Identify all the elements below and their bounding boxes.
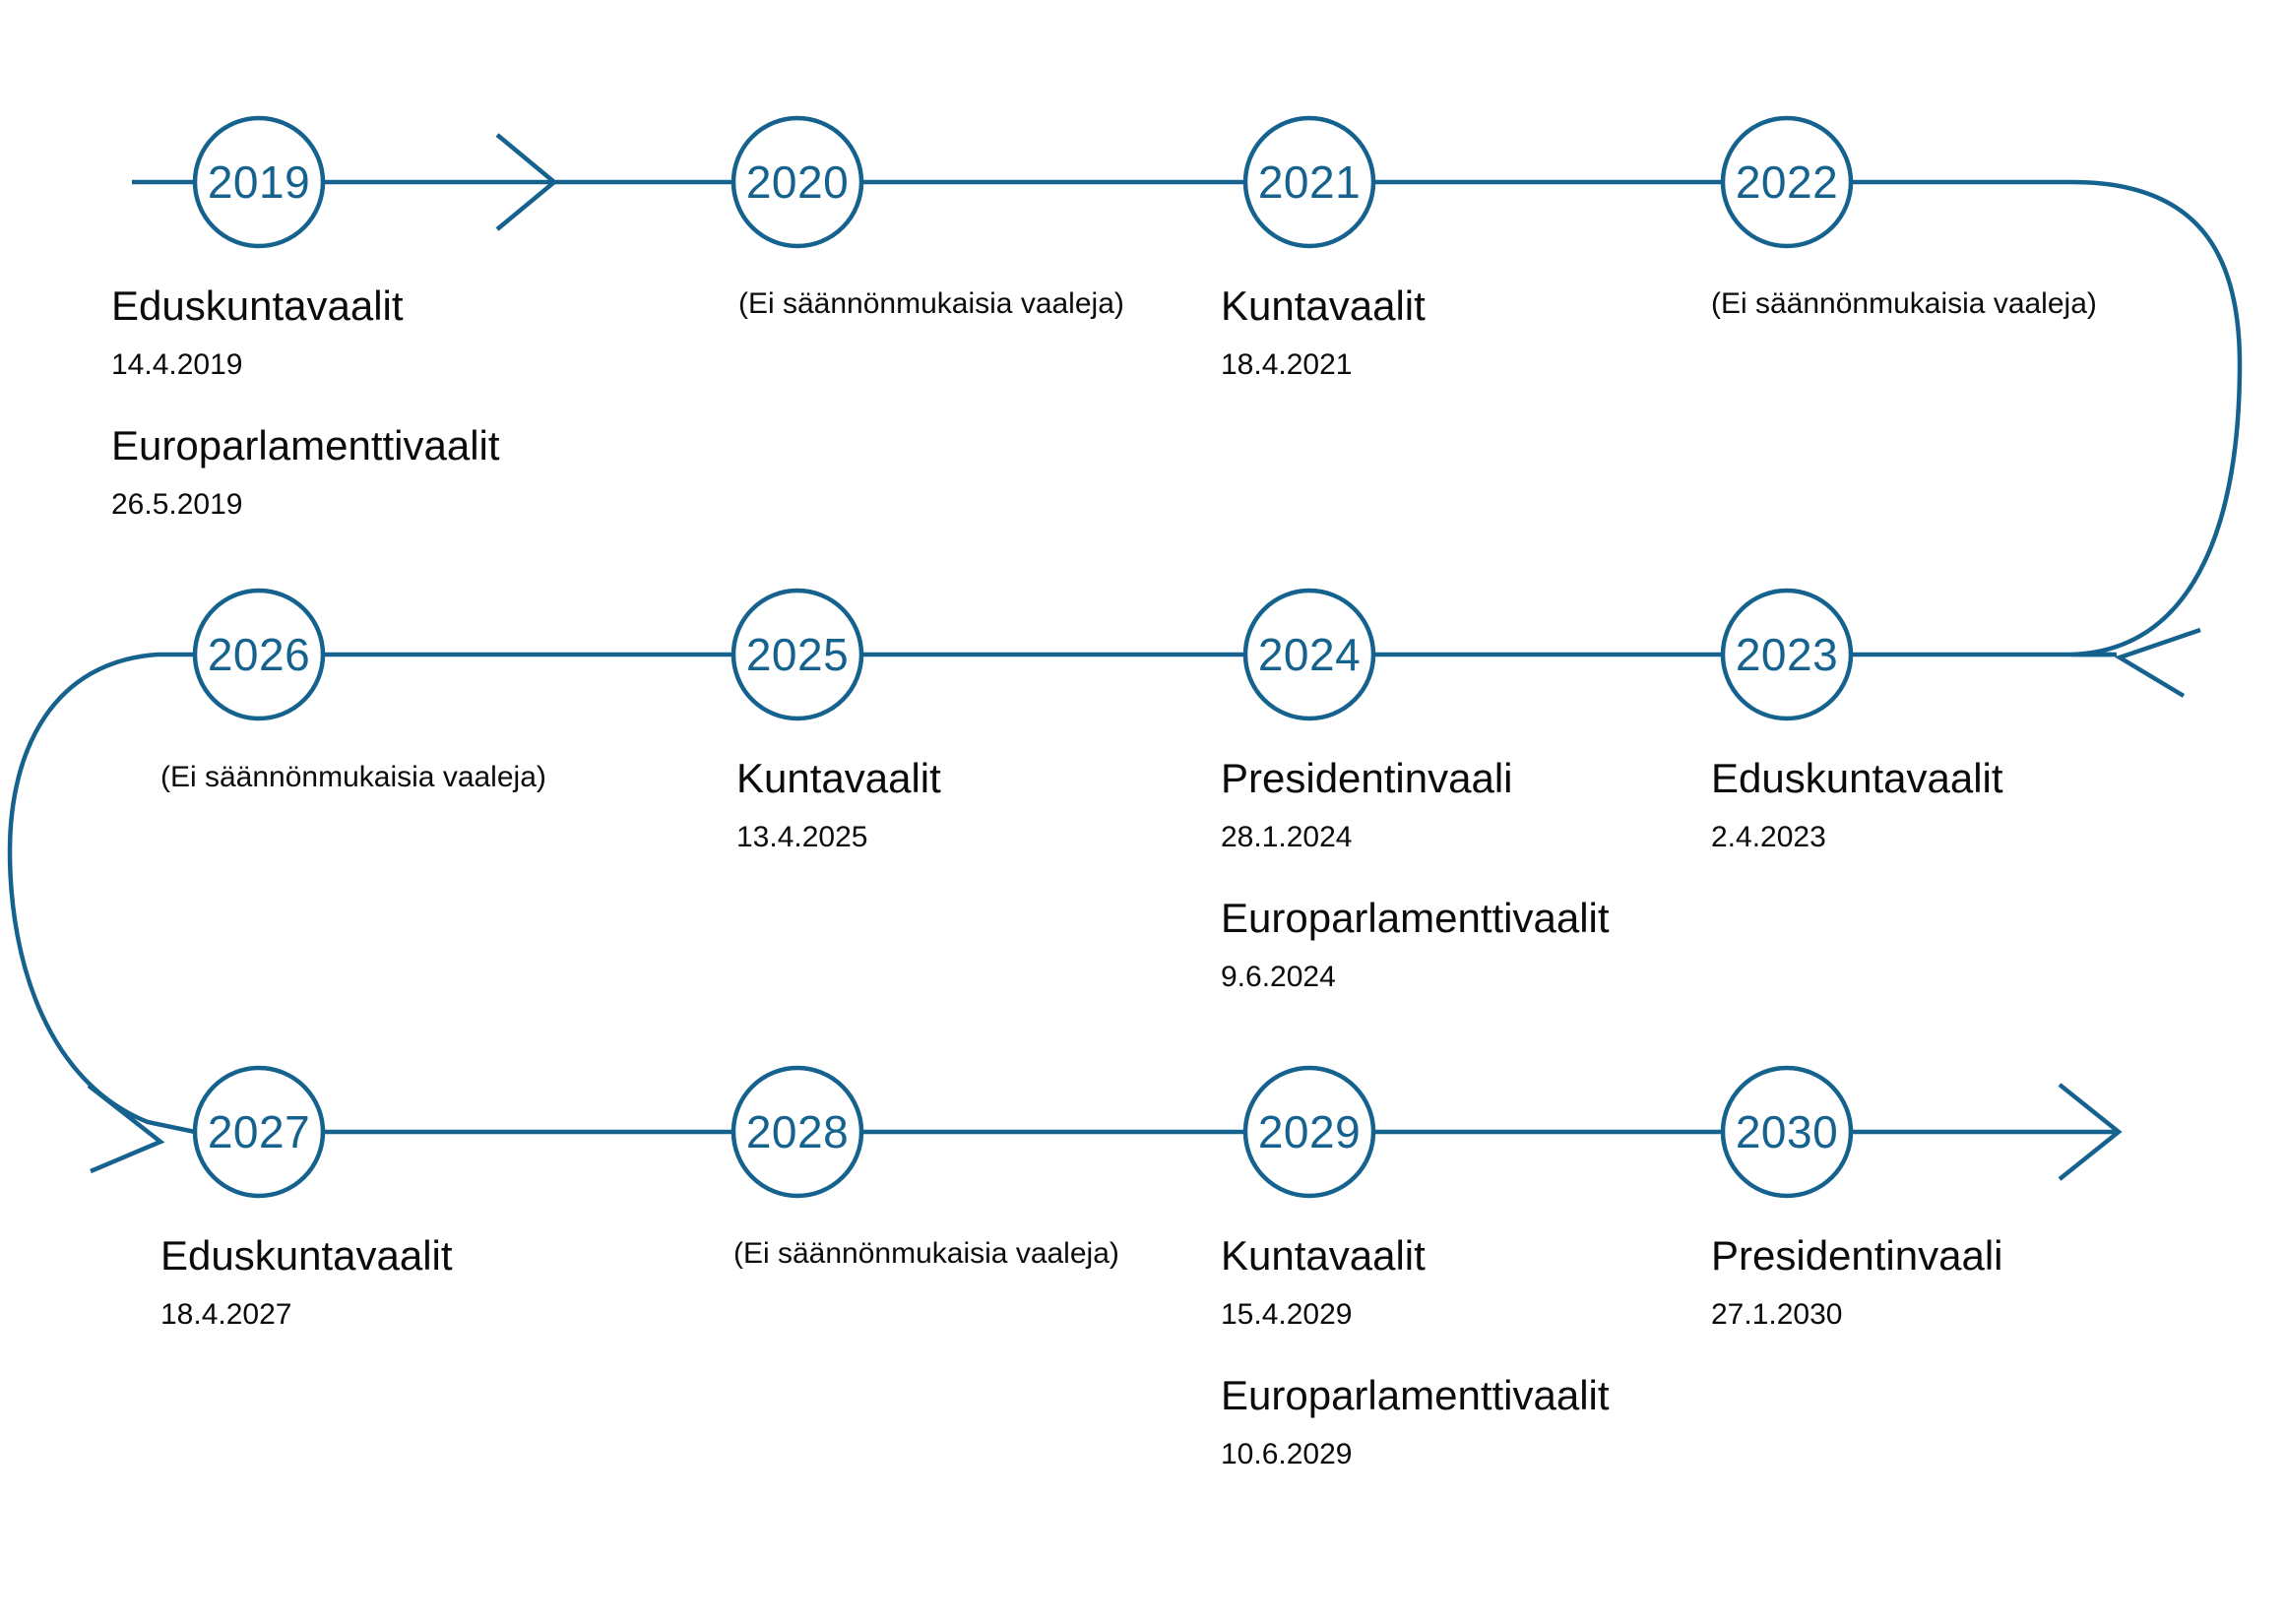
election-entry: Presidentinvaali 27.1.2030 (1711, 1235, 2003, 1330)
election-name: Europarlamenttivaalit (1221, 895, 1610, 941)
row2-entry-arrowhead (2114, 627, 2201, 698)
year-label-2027: 2027 (207, 1106, 311, 1157)
election-date: 14.4.2019 (111, 348, 243, 381)
timeline-entry-2028: (Ei säännönmukaisia vaaleja) (733, 1239, 1119, 1269)
row3-entry-arrowhead (87, 1084, 165, 1174)
year-circle-2029 (1242, 1065, 1376, 1199)
election-name: Presidentinvaali (1221, 755, 1513, 801)
year-label-2030: 2030 (1735, 1106, 1839, 1157)
election-date: 28.1.2024 (1221, 821, 1353, 853)
election-date: 18.4.2021 (1221, 348, 1353, 381)
year-circle-2023 (1720, 588, 1854, 721)
year-label-2020: 2020 (745, 156, 850, 208)
timeline-entry-2030: Presidentinvaali 27.1.2030 (1711, 1235, 2003, 1330)
timeline-entry-2026: (Ei säännönmukaisia vaaleja) (160, 763, 546, 792)
row3-end-arrowhead (2058, 1083, 2123, 1181)
election-name: Presidentinvaali (1711, 1232, 2003, 1279)
election-date: 18.4.2027 (160, 1298, 292, 1331)
year-circle-2026 (192, 588, 326, 721)
row1-midline-arrowhead (495, 133, 558, 231)
election-name: Kuntavaalit (736, 755, 941, 801)
election-name: Europarlamenttivaalit (1221, 1372, 1610, 1418)
year-circle-2025 (730, 588, 864, 721)
election-date: 13.4.2025 (736, 821, 868, 853)
election-entry: Europarlamenttivaalit 26.5.2019 (111, 425, 500, 520)
election-name: Kuntavaalit (1221, 282, 1426, 329)
election-name: Eduskuntavaalit (1711, 755, 2003, 801)
year-circle-2019 (192, 115, 326, 249)
timeline-entry-2020: (Ei säännönmukaisia vaaleja) (738, 289, 1124, 319)
row1-to-row2-curve (1851, 179, 2243, 657)
election-date: 26.5.2019 (111, 488, 243, 521)
election-entry: Eduskuntavaalit 2.4.2023 (1711, 758, 2003, 852)
year-circle-2030 (1720, 1065, 1854, 1199)
year-label-2025: 2025 (745, 629, 850, 680)
no-elections-note: (Ei säännönmukaisia vaaleja) (1711, 287, 2097, 320)
election-entry: Europarlamenttivaalit 9.6.2024 (1221, 898, 1610, 992)
election-entry: Kuntavaalit 15.4.2029 (1221, 1235, 1610, 1330)
year-label-2023: 2023 (1735, 629, 1839, 680)
election-entry: Presidentinvaali 28.1.2024 (1221, 758, 1610, 852)
election-name: Europarlamenttivaalit (111, 422, 500, 468)
year-label-2021: 2021 (1257, 156, 1362, 208)
year-circle-2022 (1720, 115, 1854, 249)
year-label-2022: 2022 (1735, 156, 1839, 208)
timeline-entry-2021: Kuntavaalit 18.4.2021 (1221, 285, 1426, 380)
year-circle-2020 (730, 115, 864, 249)
election-entry: Europarlamenttivaalit 10.6.2029 (1221, 1375, 1610, 1469)
no-elections-note: (Ei säännönmukaisia vaaleja) (738, 287, 1124, 320)
year-label-2026: 2026 (207, 629, 311, 680)
row2-to-row3-curve (7, 652, 196, 1135)
year-label-2028: 2028 (745, 1106, 850, 1157)
election-entry: Kuntavaalit 18.4.2021 (1221, 285, 1426, 380)
year-label-2024: 2024 (1257, 629, 1362, 680)
year-circle-2024 (1242, 588, 1376, 721)
timeline-entry-2025: Kuntavaalit 13.4.2025 (736, 758, 941, 852)
year-circle-2027 (192, 1065, 326, 1199)
year-circle-2028 (730, 1065, 864, 1199)
election-entry: Eduskuntavaalit 18.4.2027 (160, 1235, 453, 1330)
election-date: 9.6.2024 (1221, 961, 1336, 993)
year-circle-2021 (1242, 115, 1376, 249)
election-name: Kuntavaalit (1221, 1232, 1426, 1279)
timeline-entry-2027: Eduskuntavaalit 18.4.2027 (160, 1235, 453, 1330)
timeline-entry-2023: Eduskuntavaalit 2.4.2023 (1711, 758, 2003, 852)
election-date: 15.4.2029 (1221, 1298, 1353, 1331)
election-date: 2.4.2023 (1711, 821, 1826, 853)
election-date: 27.1.2030 (1711, 1298, 1843, 1331)
election-name: Eduskuntavaalit (160, 1232, 453, 1279)
year-label-2019: 2019 (207, 156, 311, 208)
election-entry: Eduskuntavaalit 14.4.2019 (111, 285, 500, 380)
election-date: 10.6.2029 (1221, 1438, 1353, 1470)
election-entry: Kuntavaalit 13.4.2025 (736, 758, 941, 852)
no-elections-note: (Ei säännönmukaisia vaaleja) (160, 761, 546, 793)
no-elections-note: (Ei säännönmukaisia vaaleja) (733, 1237, 1119, 1270)
year-label-2029: 2029 (1257, 1106, 1362, 1157)
election-name: Eduskuntavaalit (111, 282, 404, 329)
timeline-entry-2022: (Ei säännönmukaisia vaaleja) (1711, 289, 2097, 319)
